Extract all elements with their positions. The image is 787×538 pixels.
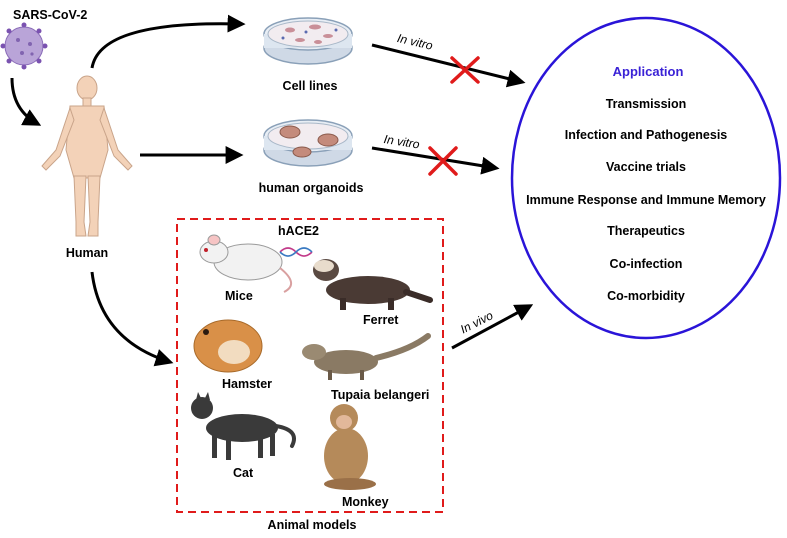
dna-icon [279,247,313,257]
animal-models-box [176,218,444,513]
tupaia-icon [302,333,431,380]
human-to-animal-models-arrow [90,271,174,367]
animal-models-label: Animal models [267,518,357,532]
application-title: Application [612,64,684,79]
cell-lines-label: Cell lines [282,79,338,93]
cat-icon [191,392,296,460]
cat-label: Cat [233,466,254,480]
arrows [10,14,534,367]
virus-to-human-arrow [10,77,42,126]
cross-icon-2 [428,146,458,176]
application-item-immune: Immune Response and Immune Memory [526,193,766,207]
mice-label: Mice [225,289,253,303]
human-label: Human [65,246,109,260]
application-item-comorbidity: Co-morbidity [607,289,685,303]
cross-icon-1 [450,56,480,84]
cell-lines-dish-icon [263,17,353,65]
tupaia-label: Tupaia belangeri [331,388,430,402]
ferret-icon [313,259,433,310]
mouse-icon [199,234,292,293]
organoids-label: human organoids [258,181,364,195]
application-item-infection: Infection and Pathogenesis [564,128,728,142]
monkey-icon [324,404,376,490]
organoids-to-application-arrow [371,146,500,175]
application-item-transmission: Transmission [605,97,687,111]
application-ellipse [510,16,782,340]
animal-models-to-application-arrow [451,304,534,350]
application-item-vaccine: Vaccine trials [606,160,686,174]
monkey-label: Monkey [342,495,389,509]
human-figure-icon [41,75,133,237]
human-to-cell-lines-arrow [90,14,246,69]
virus-icon [0,22,48,70]
virus-label: SARS-CoV-2 [13,8,88,22]
ferret-label: Ferret [363,313,399,327]
hamster-icon [193,319,263,373]
application-item-coinfection: Co-infection [609,257,683,271]
hace2-label: hACE2 [278,224,319,238]
cell-lines-to-application-arrow [371,43,526,88]
application-item-therapeutics: Therapeutics [607,224,685,238]
organoids-dish-icon [263,119,353,167]
hamster-label: Hamster [222,377,273,391]
